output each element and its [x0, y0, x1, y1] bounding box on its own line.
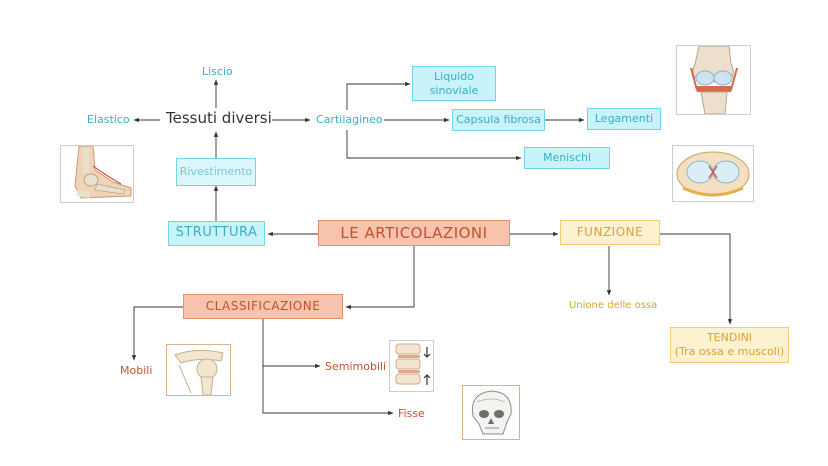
liquido-node: Liquido sinoviale: [412, 66, 496, 101]
rivestimento-label: Rivestimento: [179, 165, 253, 179]
classificazione-node: CLASSIFICAZIONE: [183, 294, 343, 319]
unione-label: Unione delle ossa: [569, 300, 658, 311]
elastico-label: Elastico: [87, 113, 130, 126]
struttura-label: STRUTTURA: [175, 225, 258, 241]
link-classificazione-fisse: [262, 366, 394, 416]
link-funzione-tendini: [660, 233, 733, 325]
menischi-label: Menischi: [542, 151, 592, 165]
link-classificazione-semimobili: [262, 319, 321, 369]
liscio-label: Liscio: [202, 65, 233, 78]
tendini-node: TENDINI (Tra ossa e muscoli): [670, 327, 789, 363]
link-center-classificazione: [345, 246, 415, 310]
struttura-node: STRUTTURA: [168, 221, 265, 246]
funzione-label: FUNZIONE: [576, 225, 644, 239]
tendini-label-line2: (Tra ossa e muscoli): [674, 345, 785, 358]
meniscus-image: [672, 145, 754, 202]
capsula-label: Capsula fibrosa: [456, 113, 541, 127]
menischi-node: Menischi: [524, 147, 610, 169]
link-classificazione-mobili: [131, 306, 183, 361]
center-label: LE ARTICOLAZIONI: [340, 223, 488, 242]
cartilagineo-label: Cartilagineo: [316, 113, 383, 126]
liquido-label-line1: Liquido: [434, 69, 474, 83]
fisse-label: Fisse: [398, 407, 425, 420]
center-node: LE ARTICOLAZIONI: [318, 220, 510, 246]
skull-image: [462, 385, 520, 440]
link-cartilagineo-liquido: [346, 81, 411, 110]
ankle-joint-image: [60, 145, 134, 203]
liquido-label-line2: sinoviale: [429, 83, 479, 97]
rivestimento-node: Rivestimento: [176, 158, 256, 186]
mobili-label: Mobili: [120, 364, 153, 377]
capsula-node: Capsula fibrosa: [452, 109, 545, 131]
knee-joint-image: [676, 45, 751, 115]
link-cartilagineo-menischi: [346, 130, 522, 161]
classificazione-label: CLASSIFICAZIONE: [205, 299, 321, 313]
shoulder-joint-image: [166, 344, 231, 396]
spine-vertebrae-image: [389, 340, 434, 392]
semimobili-label: Semimobili: [325, 360, 387, 373]
legamenti-node: Legamenti: [587, 108, 661, 130]
legamenti-label: Legamenti: [594, 112, 654, 126]
tessuti-label: Tessuti diversi: [166, 109, 272, 127]
funzione-node: FUNZIONE: [560, 220, 660, 245]
tendini-label-line1: TENDINI: [706, 331, 753, 345]
